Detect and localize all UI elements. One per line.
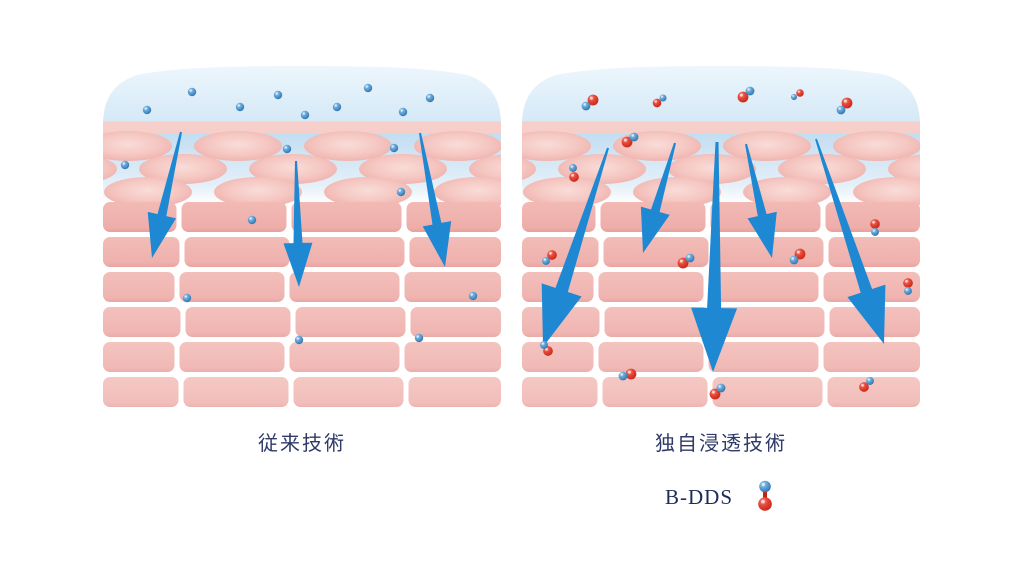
panel-original-penetration-technology [522,66,920,407]
panel-conventional-technology [103,66,501,407]
bdds-molecule-icon [758,480,772,511]
legend-label: B-DDS [664,484,733,509]
legend-bdds: B-DDS [522,476,920,518]
label-original-penetration-technology: 独自浸透技術 [655,433,787,455]
label-conventional-technology: 従来技術 [258,433,346,455]
